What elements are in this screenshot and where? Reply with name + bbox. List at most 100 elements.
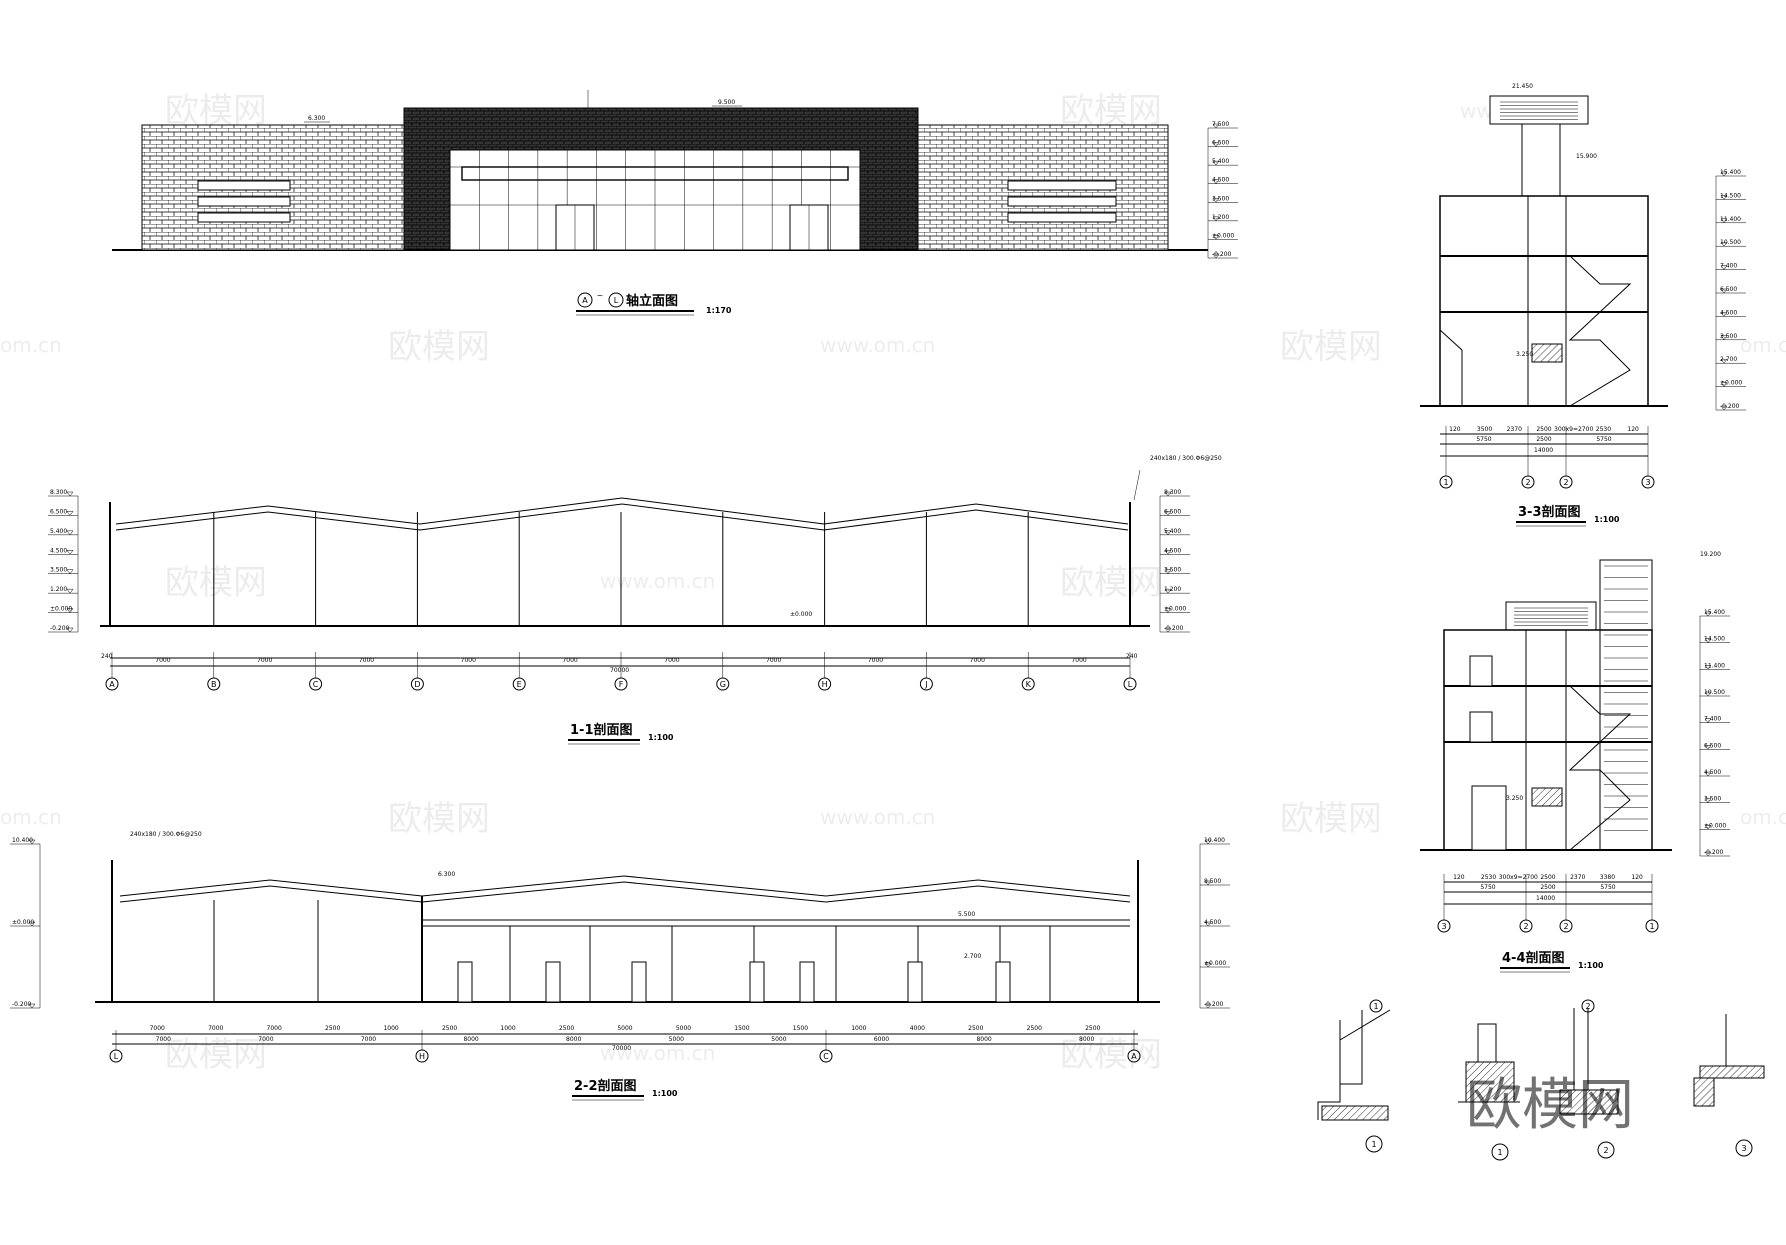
- dimension-label: 2530: [1481, 874, 1496, 881]
- dimension-label: 2500: [1540, 874, 1555, 881]
- dimension-label: 1000: [500, 1025, 515, 1032]
- dimension-label: 3380: [1600, 874, 1615, 881]
- level-label: 3.250: [1506, 795, 1523, 802]
- level-label: 6.500: [50, 508, 67, 515]
- level-label: 3.500: [1164, 567, 1181, 574]
- level-label: 7.500: [1212, 121, 1229, 128]
- axis-bubble: L: [109, 1049, 123, 1063]
- dimension-label: 7000: [258, 1036, 273, 1043]
- dimension-label: 70000: [612, 1045, 631, 1052]
- axis-bubble: L: [1123, 677, 1137, 691]
- dimension-label: 7000: [766, 657, 781, 664]
- dimension-label: 7000: [208, 1025, 223, 1032]
- dimension-label: 2500: [1536, 436, 1551, 443]
- level-label: -0.200: [1704, 849, 1724, 856]
- level-label: 10.400: [1204, 837, 1225, 844]
- watermark-brand: 欧模网: [165, 563, 267, 603]
- svg-text:~: ~: [597, 291, 604, 300]
- level-column: 10.400 8.500 4.500 ±0.000 -0.200: [1199, 837, 1230, 1009]
- level-label: 5.400: [50, 528, 67, 535]
- dimension-label: 5000: [617, 1025, 632, 1032]
- level-label: 6.500: [1212, 140, 1229, 147]
- level-label: ±0.000: [1720, 380, 1742, 387]
- axis-bubble: K: [1021, 677, 1035, 691]
- detail-label: 1: [1491, 1143, 1509, 1161]
- level-label: 8.500: [1204, 878, 1221, 885]
- level-column: 15.40014.50011.40010.5007.4006.5004.5003…: [1699, 609, 1730, 857]
- dimension-label: 7000: [267, 1025, 282, 1032]
- axis-label: L: [1128, 680, 1133, 689]
- axis-bubble: 3: [1437, 919, 1451, 933]
- dimension-label: 300x9=2700: [1554, 426, 1593, 433]
- door: [545, 961, 561, 1003]
- level-label: -0.200: [1720, 403, 1740, 410]
- dimension-label: 120: [1453, 874, 1465, 881]
- elevation-a-l: 9.500 6.300 7.5006.5005.4004.5003.5001.2…: [112, 90, 1238, 316]
- dimension-label: 2500: [325, 1025, 340, 1032]
- watermark-brand: 欧模网: [1060, 1035, 1162, 1075]
- level-label: 2.700: [1720, 356, 1737, 363]
- dimension-label: 5000: [676, 1025, 691, 1032]
- axis-bubble: H: [818, 677, 832, 691]
- level-label: ±0.000: [12, 919, 34, 926]
- level-label: 11.400: [1704, 662, 1725, 669]
- axis-label: F: [619, 680, 624, 689]
- dimension-label: 14000: [1536, 895, 1555, 902]
- dimension-label: 7000: [361, 1036, 376, 1043]
- level-label: ±0.000: [1204, 960, 1226, 967]
- dimension-label: 7000: [359, 657, 374, 664]
- dimension-label: 8000: [566, 1036, 581, 1043]
- door: [631, 961, 647, 1003]
- level-label: 6.300: [308, 115, 325, 122]
- level-column: 7.5006.5005.4004.5003.5001.200±0.000-0.2…: [1207, 121, 1238, 259]
- dimension-label: 120: [1627, 426, 1639, 433]
- dimension-label: 7000: [664, 657, 679, 664]
- level-label: -0.200: [12, 1001, 32, 1008]
- level-label: 1.200: [1164, 586, 1181, 593]
- dimension-label: 8000: [1079, 1036, 1094, 1043]
- dimension-label: 2500: [1540, 884, 1555, 891]
- level-label: 5.400: [1164, 528, 1181, 535]
- dimension-label: 8000: [463, 1036, 478, 1043]
- axis-label: 3: [1441, 922, 1446, 931]
- level-label: 3.500: [1720, 333, 1737, 340]
- dimension-label: 2500: [1085, 1025, 1100, 1032]
- dimension-label: 7000: [1071, 657, 1086, 664]
- axis-label: H: [419, 1052, 425, 1061]
- watermark-brand: 欧模网: [165, 91, 267, 131]
- dimension-label: 4000: [910, 1025, 925, 1032]
- scale-label: 1:100: [1578, 961, 1604, 970]
- level-label: 4.500: [1204, 919, 1221, 926]
- axis-label: C: [313, 680, 319, 689]
- watermark-brand: 欧模网: [1060, 563, 1162, 603]
- section-2-2: 7000 7000 7000 2500 1000 2500 1000 2500 5000 5000…: [10, 831, 1230, 1101]
- axis-bubble: A: [1127, 1049, 1141, 1063]
- level-label: -0.200: [50, 625, 70, 632]
- level-label: 14.500: [1720, 192, 1741, 199]
- watermark-url: om.cn: [1740, 333, 1786, 357]
- level-label: -0.200: [1164, 625, 1184, 632]
- dimension-label: 7000: [970, 657, 985, 664]
- level-label: 5.400: [1212, 158, 1229, 165]
- dimension-label: 2500: [1027, 1025, 1042, 1032]
- detail-number: 2: [1603, 1146, 1608, 1155]
- level-label: 21.450: [1512, 83, 1533, 90]
- dimension-label: 1500: [734, 1025, 749, 1032]
- level-label: 8.300: [50, 489, 67, 496]
- detail-label: 2: [1597, 1141, 1615, 1159]
- detail-number: 1: [1497, 1148, 1502, 1157]
- dimension-label: 1000: [851, 1025, 866, 1032]
- view-title: 轴立面图: [626, 293, 678, 309]
- level-label: -0.200: [1204, 1001, 1224, 1008]
- axis-bubble: 2: [1519, 919, 1533, 933]
- dimension-label: 2370: [1507, 426, 1522, 433]
- axis-label: J: [924, 680, 927, 689]
- detail-1b: [1458, 1023, 1520, 1103]
- axis-bubble: 2: [1559, 475, 1573, 489]
- level-label: 6.500: [1164, 508, 1181, 515]
- level-label: 6.300: [438, 871, 455, 878]
- drawing-title: 2-2剖面图 1:100: [572, 1078, 678, 1101]
- axis-label: A: [1131, 1052, 1137, 1061]
